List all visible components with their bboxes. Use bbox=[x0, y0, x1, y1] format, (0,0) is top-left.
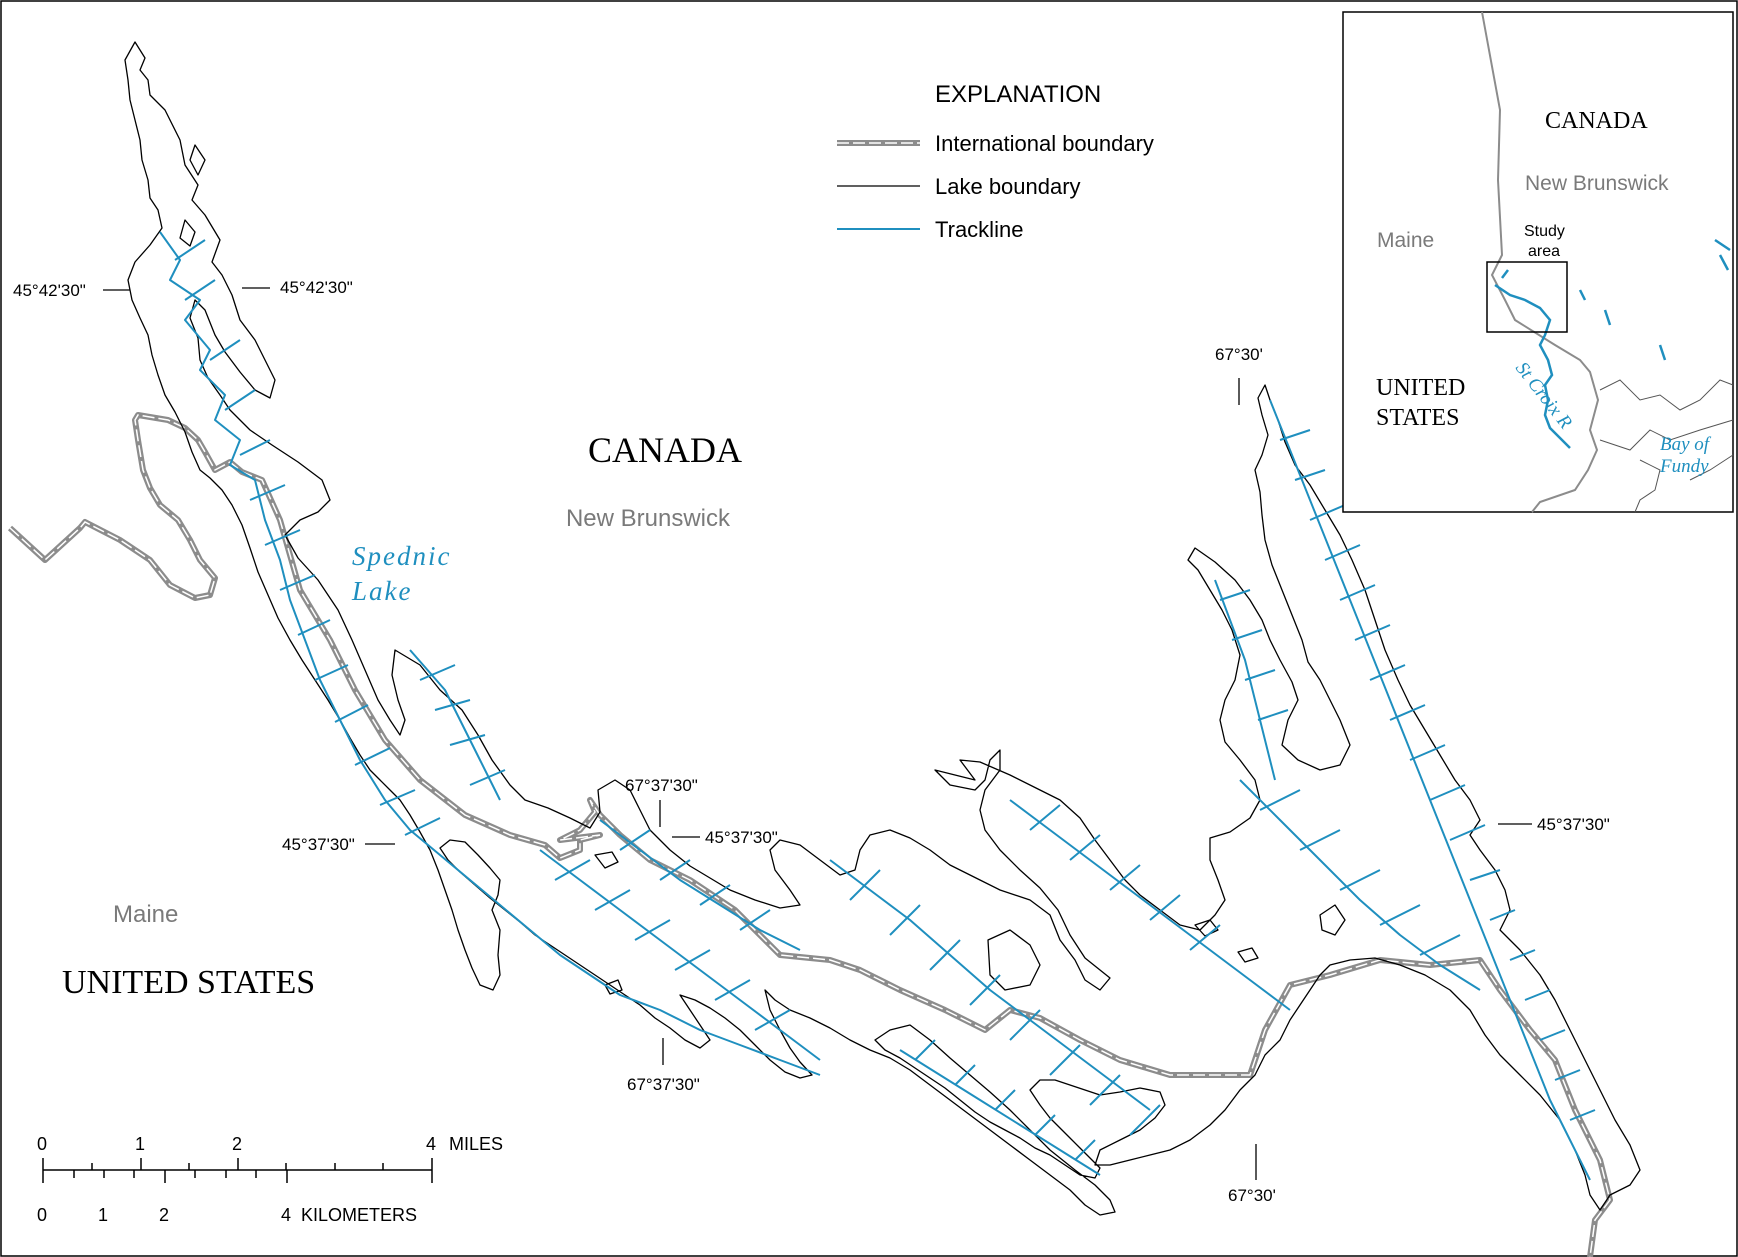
lon-west-bottom: 67°37'30" bbox=[627, 1075, 700, 1094]
scale-miles-2: 2 bbox=[232, 1134, 242, 1154]
scale-bar: 0 1 2 4 MILES 0 1 2 4 KILOMETERS bbox=[37, 1134, 503, 1225]
international-boundary-dash bbox=[9, 414, 1611, 1257]
inset-united-line2: STATES bbox=[1376, 405, 1459, 431]
legend-title: EXPLANATION bbox=[935, 81, 1101, 108]
inset-maine: Maine bbox=[1377, 229, 1434, 252]
lat-east: 45°37'30" bbox=[1537, 815, 1610, 834]
international-boundary bbox=[7, 412, 1613, 1257]
lon-east-bottom: 67°30' bbox=[1228, 1186, 1276, 1205]
united-states-label: UNITED STATES bbox=[62, 964, 315, 1001]
inset-water bbox=[1494, 238, 1731, 449]
lat-sw-left: 45°37'30" bbox=[282, 835, 355, 854]
maine-label: Maine bbox=[113, 901, 178, 928]
scale-miles-4: 4 bbox=[426, 1134, 436, 1154]
coordinate-labels: 45°42'30" 45°42'30" 45°37'30" 45°37'30" … bbox=[13, 278, 1610, 1205]
scale-miles-0: 0 bbox=[37, 1134, 47, 1154]
scale-km-unit: KILOMETERS bbox=[301, 1205, 417, 1225]
scale-miles-unit: MILES bbox=[449, 1134, 503, 1154]
inset-coast bbox=[1599, 379, 1734, 513]
coordinate-ticks bbox=[103, 287, 1532, 1180]
canada-label: CANADA bbox=[588, 430, 742, 470]
legend-trackline-label: Trackline bbox=[935, 217, 1023, 242]
scale-miles-1: 1 bbox=[135, 1134, 145, 1154]
lon-east-top: 67°30' bbox=[1215, 345, 1263, 364]
study-area-box bbox=[1486, 261, 1568, 333]
lake-name-line2: Lake bbox=[351, 576, 412, 606]
lon-west-top: 67°37'30" bbox=[625, 776, 698, 795]
inset-canada: CANADA bbox=[1545, 108, 1648, 134]
scale-km-1: 1 bbox=[98, 1205, 108, 1225]
inset-united-line1: UNITED bbox=[1376, 375, 1465, 401]
tracklines bbox=[159, 231, 1596, 1181]
legend: EXPLANATION International boundary Lake … bbox=[837, 81, 1154, 242]
lat-mid: 45°37'30" bbox=[705, 828, 778, 847]
lat-nw-left: 45°42'30" bbox=[13, 281, 86, 300]
legend-lake-label: Lake boundary bbox=[935, 174, 1081, 199]
inset-new-brunswick: New Brunswick bbox=[1525, 172, 1669, 195]
inset-study-line1: Study bbox=[1524, 223, 1565, 240]
legend-international-label: International boundary bbox=[935, 131, 1154, 156]
inset-bay-line1: Bay of bbox=[1660, 434, 1712, 455]
inset-boundary bbox=[1481, 11, 1600, 513]
scale-km-4: 4 bbox=[281, 1205, 291, 1225]
scale-km-0: 0 bbox=[37, 1205, 47, 1225]
inset-study-line2: area bbox=[1528, 243, 1560, 260]
lake-name-line1: Spednic bbox=[352, 541, 451, 571]
inset-bay-line2: Fundy bbox=[1659, 456, 1709, 477]
new-brunswick-label: New Brunswick bbox=[566, 505, 731, 532]
inset-map: CANADA UNITED STATES New Brunswick Maine… bbox=[1342, 11, 1734, 513]
scale-km-2: 2 bbox=[159, 1205, 169, 1225]
lat-nw-right: 45°42'30" bbox=[280, 278, 353, 297]
